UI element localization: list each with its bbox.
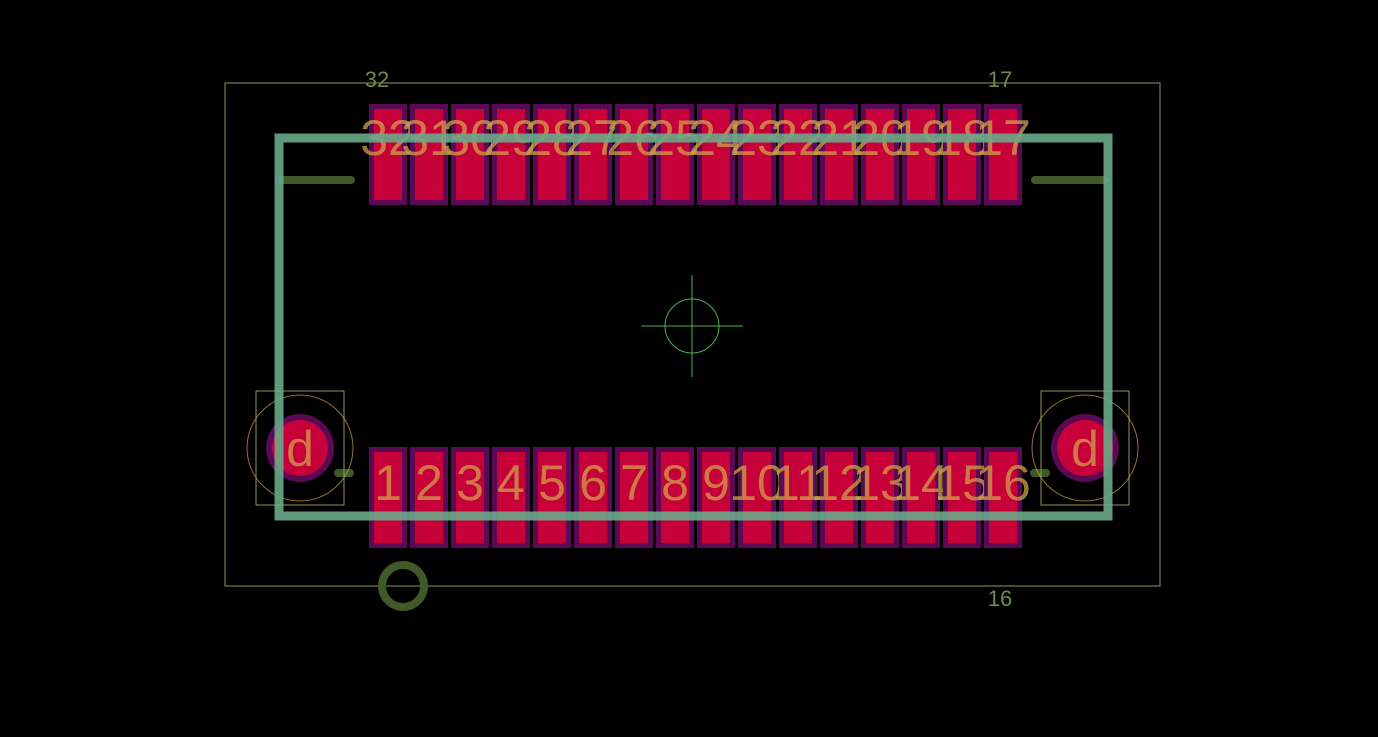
mount-courtyard	[255, 390, 345, 506]
bottom-pad-number: 7	[620, 455, 648, 511]
bottom-pad[interactable]: 15	[934, 447, 990, 548]
top-pad-copper	[661, 109, 689, 200]
corner-label-top-left: 32	[365, 67, 389, 92]
bottom-pad-number: 6	[579, 455, 607, 511]
bottom-pad-copper	[497, 452, 525, 543]
bottom-pad[interactable]: 14	[893, 447, 949, 548]
bottom-pad[interactable]: 13	[852, 447, 908, 548]
top-pad-copper	[374, 109, 402, 200]
top-pad-copper	[784, 109, 812, 200]
bottom-pad[interactable]: 11	[772, 447, 824, 548]
top-pad-copper	[497, 109, 525, 200]
bottom-pad-number: 9	[702, 455, 730, 511]
top-pad[interactable]: 21	[811, 104, 867, 205]
bottom-pad[interactable]: 5	[533, 447, 571, 548]
top-pad-copper	[538, 109, 566, 200]
top-pad-copper	[620, 109, 648, 200]
corner-label-bottom-right: 16	[988, 586, 1012, 611]
bottom-pad-number: 15	[934, 455, 990, 511]
mounting-hole-pad[interactable]: d	[246, 390, 354, 506]
bottom-pad[interactable]: 2	[410, 447, 448, 548]
top-pad-copper	[456, 109, 484, 200]
bottom-pad[interactable]: 16	[975, 447, 1031, 548]
top-pad-copper	[702, 109, 730, 200]
bottom-pad-copper	[620, 452, 648, 543]
corner-label-top-right: 17	[988, 67, 1012, 92]
bottom-pad-copper	[825, 452, 853, 543]
top-pad-copper	[989, 109, 1017, 200]
bottom-pad-number: 13	[852, 455, 908, 511]
bottom-pad[interactable]: 3	[451, 447, 489, 548]
bottom-pad-copper	[456, 452, 484, 543]
top-pad-copper	[948, 109, 976, 200]
top-pad-copper	[907, 109, 935, 200]
top-pad-copper	[415, 109, 443, 200]
mount-copper	[1057, 420, 1113, 476]
bottom-pad-copper	[784, 452, 812, 543]
mount-courtyard	[1040, 390, 1130, 506]
top-pad-copper	[743, 109, 771, 200]
bottom-pad[interactable]: 6	[574, 447, 612, 548]
top-pad-copper	[866, 109, 894, 200]
bottom-pad-number: 5	[538, 455, 566, 511]
bottom-pad[interactable]: 8	[656, 447, 694, 548]
bottom-pad-number: 8	[661, 455, 689, 511]
bottom-pad[interactable]: 4	[492, 447, 530, 548]
bottom-pad-number: 10	[729, 455, 785, 511]
bottom-pad-copper	[661, 452, 689, 543]
mount-outline	[1031, 394, 1139, 502]
courtyard-outline	[224, 82, 1161, 587]
crosshair-circle-icon	[641, 275, 743, 377]
bottom-pad[interactable]: 1	[369, 447, 407, 548]
bottom-pad-copper	[538, 452, 566, 543]
mounting-hole-pad[interactable]: d	[1031, 390, 1139, 506]
bottom-pad-number: 12	[811, 455, 867, 511]
top-pad[interactable]: 17	[975, 104, 1031, 205]
top-pad[interactable]: 20	[852, 104, 908, 205]
bottom-pad-number: 11	[772, 455, 824, 511]
bottom-pad-copper	[579, 452, 607, 543]
bottom-pad[interactable]: 7	[615, 447, 653, 548]
ring-icon	[378, 561, 428, 611]
mount-pad-label: d	[1071, 421, 1099, 477]
bottom-pad-copper	[907, 452, 935, 543]
bottom-pad-number: 3	[456, 455, 484, 511]
bottom-pad-copper	[702, 452, 730, 543]
fabrication-outline	[274, 133, 1113, 521]
top-pad[interactable]: 31	[401, 104, 457, 205]
bottom-pad-copper	[989, 452, 1017, 543]
bottom-pad-copper	[415, 452, 443, 543]
top-pad-copper	[579, 109, 607, 200]
bottom-pad-copper	[948, 452, 976, 543]
bottom-pad-copper	[374, 452, 402, 543]
bottom-pad-number: 14	[893, 455, 949, 511]
top-pad-copper	[825, 109, 853, 200]
bottom-pad[interactable]: 12	[811, 447, 867, 548]
bottom-pad-number: 2	[415, 455, 443, 511]
bottom-pad-number: 16	[975, 455, 1031, 511]
bottom-pad[interactable]: 9	[697, 447, 735, 548]
bottom-pad-copper	[866, 452, 894, 543]
bottom-pad-number: 4	[497, 455, 525, 511]
mount-outline	[246, 394, 354, 502]
bottom-pad-number: 1	[374, 455, 402, 511]
bottom-pad-copper	[743, 452, 771, 543]
mount-pad-label: d	[286, 421, 314, 477]
bottom-pad[interactable]: 10	[729, 447, 785, 548]
mount-copper	[272, 420, 328, 476]
